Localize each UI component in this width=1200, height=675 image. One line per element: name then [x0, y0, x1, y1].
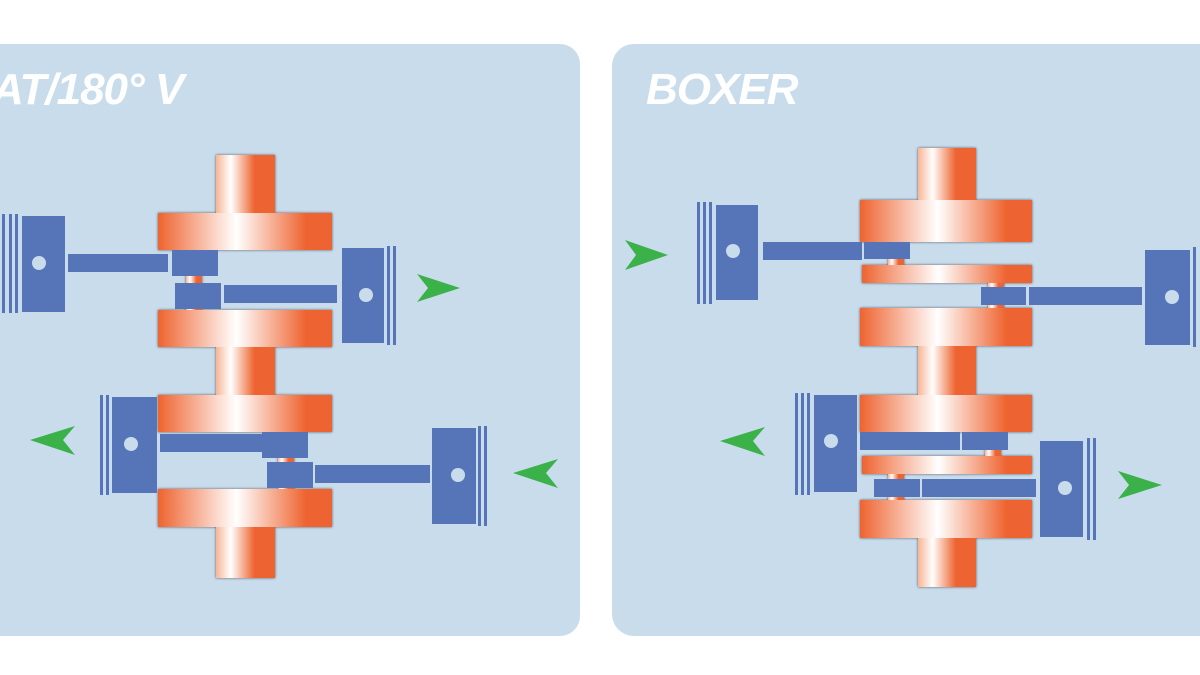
piston-icon: [981, 247, 1196, 347]
piston-icon: [267, 426, 487, 526]
panel-boxer: BOXER: [612, 44, 1200, 636]
piston-icon: [697, 202, 910, 304]
piston-icon: [100, 395, 308, 495]
piston-icon: [795, 393, 1008, 495]
arrow-right-icon: [625, 240, 668, 270]
piston-icon: [874, 438, 1096, 540]
arrow-right-icon: [417, 274, 460, 302]
arrow-left-icon: [30, 426, 75, 455]
arrow-left-icon: [720, 427, 765, 456]
panel-flat-180-v: AT/180° V: [0, 44, 580, 636]
panel-title: BOXER: [646, 65, 799, 114]
piston-icon: [175, 246, 396, 345]
piston-icon: [2, 214, 218, 313]
arrow-right-icon: [1118, 471, 1162, 499]
arrow-left-icon: [513, 459, 558, 488]
panel-title: AT/180° V: [0, 65, 188, 114]
